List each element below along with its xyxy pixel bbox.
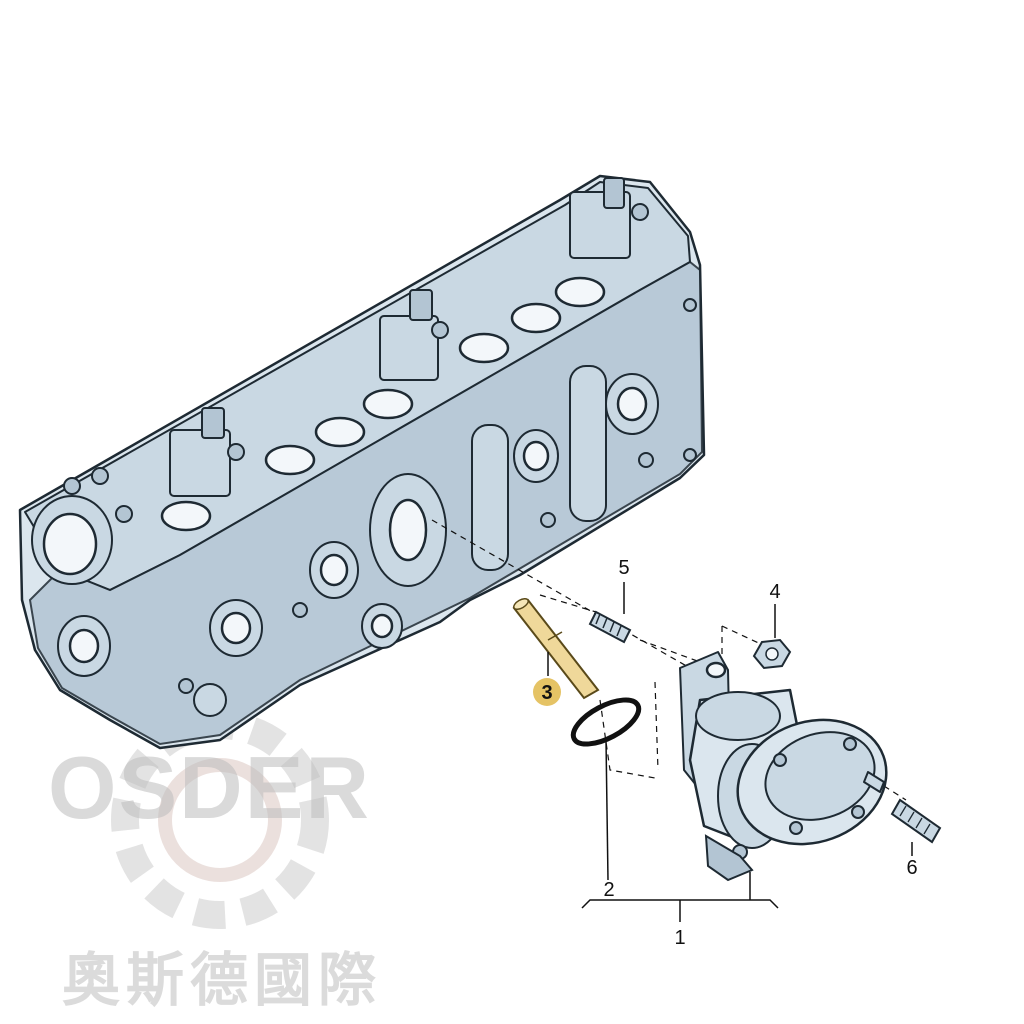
cylinder-head: [18, 174, 706, 750]
callout-3: 3: [541, 682, 552, 704]
callout-labels: 3 5 4 2 6 1: [533, 557, 918, 949]
part-5-stud: [588, 610, 632, 644]
part-4-nut: [752, 638, 792, 670]
alignment-lines: [431, 519, 907, 801]
callout-6: 6: [906, 857, 917, 879]
callout-5: 5: [618, 557, 629, 579]
part-1-vacuum-pump: [679, 651, 888, 882]
callout-4: 4: [769, 581, 780, 603]
callout-2: 2: [603, 879, 614, 901]
part-2-o-ring: [570, 697, 642, 747]
leader-lines: [547, 582, 913, 922]
callout-3-highlight: [533, 678, 561, 706]
part-6-hose: [890, 798, 942, 844]
watermark-brand: OSDER: [48, 738, 371, 837]
callout-1: 1: [674, 927, 685, 949]
part-3-drive-pin: [512, 597, 600, 700]
watermark-chinese-name: 奧斯德國際: [62, 946, 382, 1014]
